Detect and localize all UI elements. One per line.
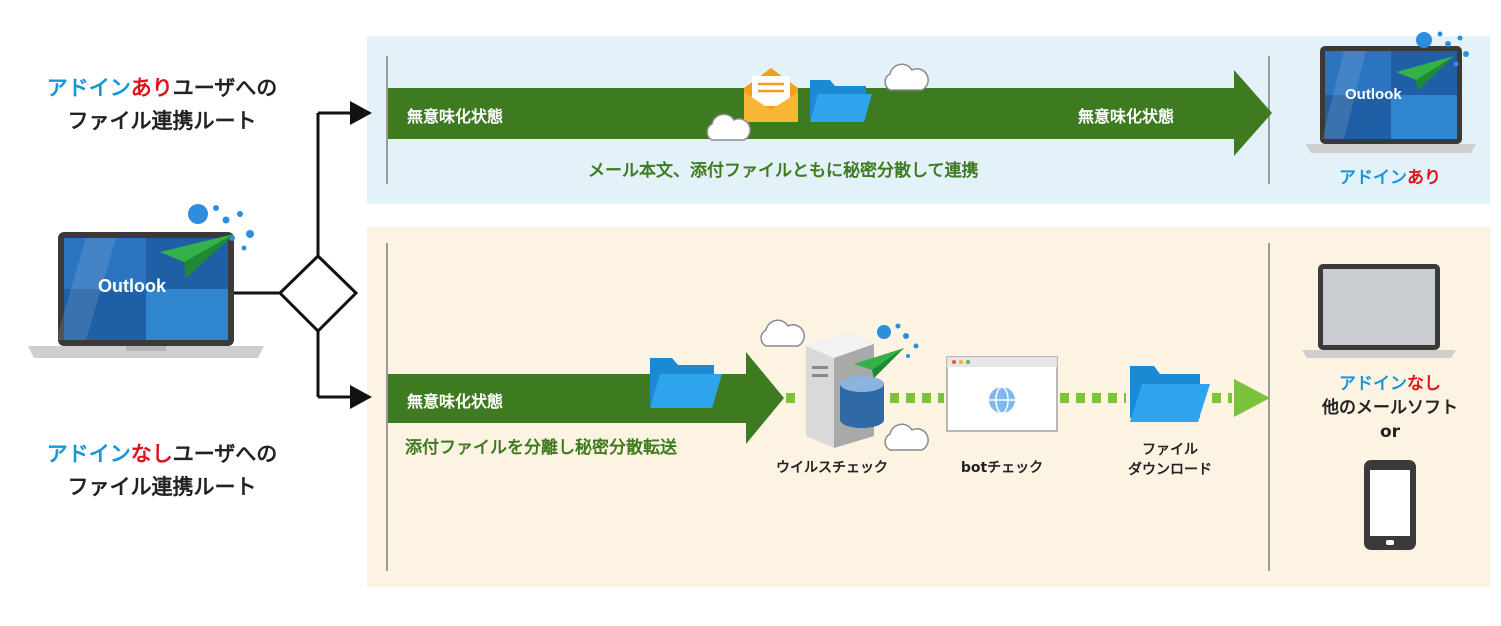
file-download-label: ファイル ダウンロード	[1128, 442, 1212, 478]
arrowhead-top	[350, 101, 372, 125]
bot-check-browser-icon	[946, 356, 1058, 432]
bottom-right-divider	[1268, 243, 1270, 571]
mail-envelope-icon	[744, 68, 798, 122]
bottom-band-text: 無意味化状態	[407, 392, 504, 411]
bottom-caption: 添付ファイルを分離し秘密分散転送	[405, 438, 677, 458]
sender-laptop-label: Outlook	[98, 276, 166, 296]
virus-check-label: ウイルスチェック	[776, 460, 888, 476]
addin-route-label: アドインありユーザへの ファイル連携ルート	[46, 76, 278, 133]
cloud-icon-1	[884, 63, 929, 91]
top-band-right-text: 無意味化状態	[1078, 107, 1175, 126]
server-plane-icon	[854, 323, 919, 378]
top-band-left-text: 無意味化状態	[407, 107, 504, 126]
top-folder-icon	[810, 80, 872, 122]
smartphone-icon	[1364, 460, 1416, 550]
decision-diamond	[277, 253, 359, 334]
cloud-icon-2	[706, 113, 751, 141]
no-addin-destination-label: アドインなし 他のメールソフト or	[1322, 374, 1458, 442]
addin-recipient-laptop-label: Outlook	[1345, 86, 1402, 103]
cloud-icon-3	[760, 319, 805, 347]
top-caption: メール本文、添付ファイルともに秘密分散して連携	[588, 161, 979, 181]
addin-destination-label: アドインあり	[1339, 168, 1441, 188]
bot-check-label: botチェック	[960, 460, 1044, 476]
send-plane-icon	[160, 204, 254, 278]
bottom-left-divider	[386, 243, 388, 571]
bottom-folder-icon	[650, 358, 722, 408]
top-left-divider	[386, 56, 388, 184]
receive-plane-icon	[1396, 31, 1469, 90]
arrowhead-bottom	[350, 385, 372, 409]
virus-check-server-icon	[806, 332, 884, 448]
no-addin-route-label: アドインなしユーザへの ファイル連携ルート	[46, 442, 278, 499]
cloud-icon-4	[884, 423, 929, 451]
top-right-divider	[1268, 56, 1270, 184]
other-recipient-laptop-icon	[1302, 264, 1456, 358]
download-folder-icon	[1130, 366, 1210, 422]
